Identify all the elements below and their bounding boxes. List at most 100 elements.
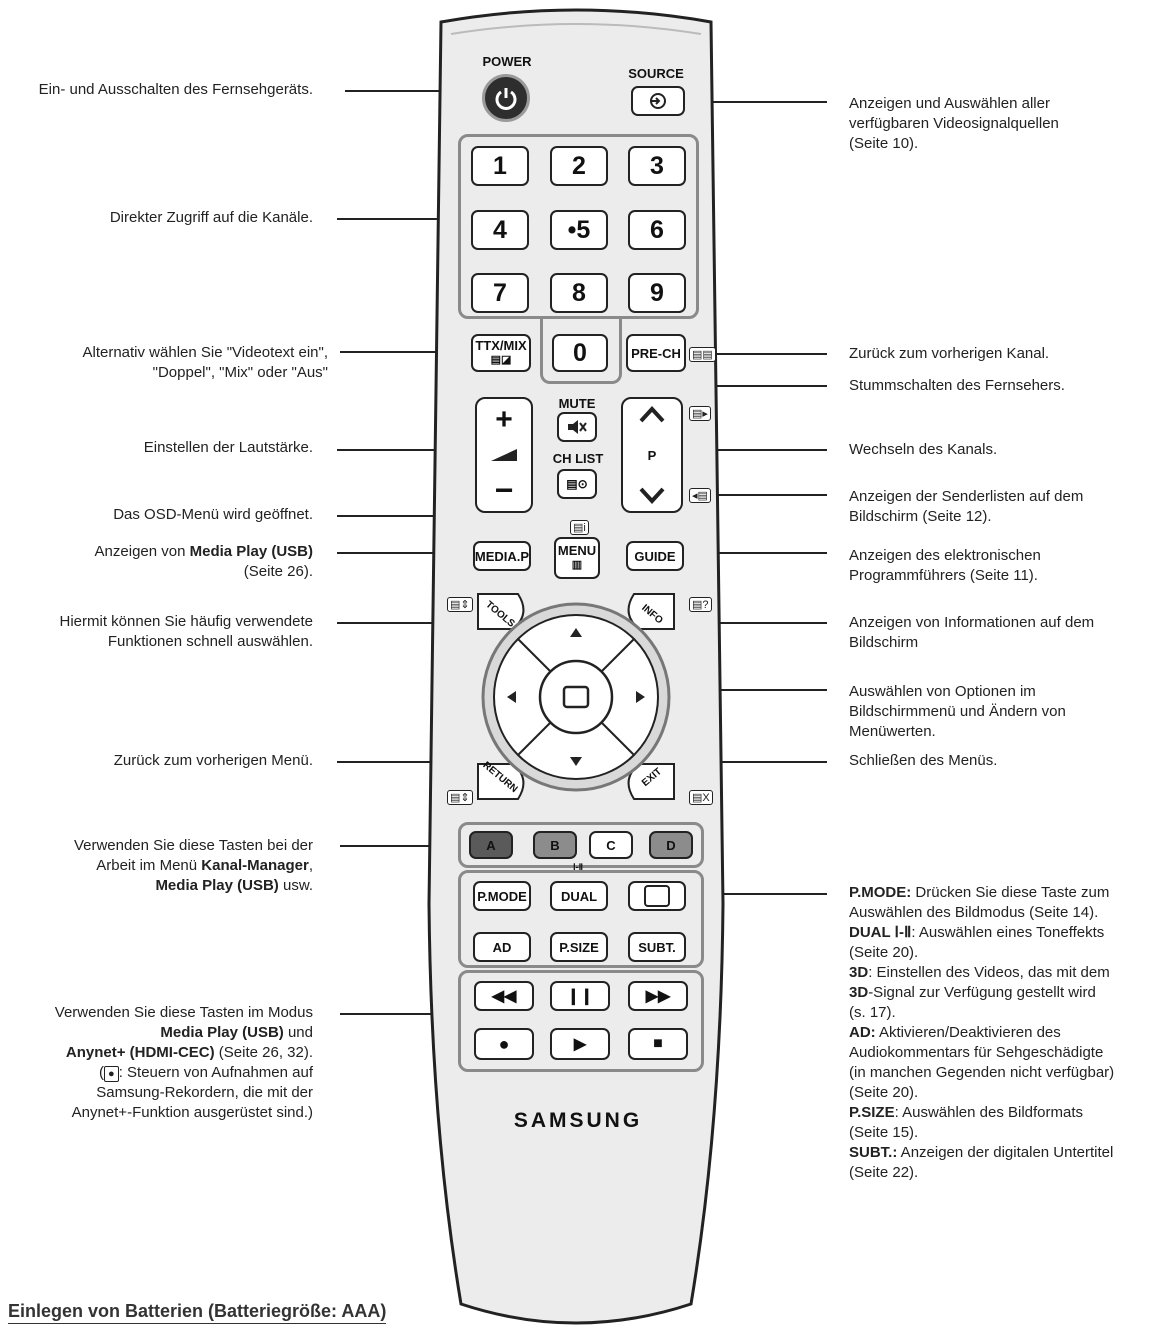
ttx-mix-button[interactable]: TTX/MIX▤◪ <box>471 334 531 372</box>
playback-keys-group <box>458 970 704 1072</box>
function-desc-line: Audiokommentars für Sehgeschädigte <box>849 1044 1104 1061</box>
chlist-label: CH LIST <box>552 451 604 466</box>
rewind-button[interactable]: ◀◀ <box>474 981 534 1011</box>
digit-1-button[interactable]: 1 <box>471 146 529 186</box>
function-desc-line: (in manchen Gegenden nicht verfügbar) <box>849 1064 1115 1081</box>
leader-function-keys <box>700 893 827 895</box>
ch-list-button[interactable]: ▤⊙ <box>557 469 597 499</box>
label-exit: Schließen des Menüs. <box>849 752 998 769</box>
function-desc-line: AD: Aktivieren/Deaktivieren des <box>849 1024 1061 1041</box>
leader-color-keys <box>340 845 460 847</box>
function-desc-line: P.MODE: Drücken Sie diese Taste zum <box>849 884 1110 901</box>
leader-tools <box>337 622 477 624</box>
p-size-button[interactable]: P.SIZE <box>550 932 608 962</box>
3d-icon <box>644 885 670 907</box>
digit-8-button[interactable]: 8 <box>550 273 608 313</box>
navigation-cluster <box>477 593 675 800</box>
power-label: POWER <box>482 54 532 69</box>
up-arrow-icon[interactable] <box>570 628 582 637</box>
color-key-d-button[interactable]: D <box>649 831 693 859</box>
down-arrow-icon[interactable] <box>570 757 582 766</box>
function-desc-line: P.SIZE: Auswählen des Bildformats <box>849 1104 1084 1121</box>
label-menu: Das OSD-Menü wird geöffnet. <box>113 506 313 523</box>
leader-guide <box>690 552 827 554</box>
ad-button[interactable]: AD <box>473 932 531 962</box>
color-key-a-button[interactable]: A <box>469 831 513 859</box>
label-digits: Direkter Zugriff auf die Kanäle. <box>109 209 313 226</box>
digit-9-button[interactable]: 9 <box>628 273 686 313</box>
label-volume: Einstellen der Lautstärke. <box>143 439 313 456</box>
enter-button[interactable] <box>538 659 614 735</box>
leader-exit <box>690 761 827 763</box>
color-key-c-button[interactable]: C <box>589 831 633 859</box>
leader-ttx <box>340 351 477 353</box>
source-icon <box>650 93 666 109</box>
teletext-cancel-icon: ▤X <box>689 790 713 805</box>
label-channel: Wechseln des Kanals. <box>849 441 998 458</box>
digit-7-button[interactable]: 7 <box>471 273 529 313</box>
fast-forward-button[interactable]: ▶▶ <box>628 981 688 1011</box>
leader-volume <box>337 449 477 451</box>
right-arrow-icon[interactable] <box>636 691 645 703</box>
teletext-size-icon: ▤▸ <box>689 406 711 421</box>
digit-5-button[interactable]: •5 <box>550 210 608 250</box>
volume-ramp-icon <box>491 449 517 461</box>
enter-icon <box>562 685 590 709</box>
leader-chlist <box>616 494 827 496</box>
ttx-icon: ▤◪ <box>490 354 512 366</box>
leader-digits <box>337 218 459 220</box>
teletext-hold-icon: ◂▤ <box>689 488 711 503</box>
volume-up-button[interactable]: + <box>495 403 513 436</box>
channel-down-button[interactable] <box>637 485 667 507</box>
left-arrow-icon[interactable] <box>507 691 516 703</box>
label-playback: Verwenden Sie diese Tasten im Modus Medi… <box>54 1004 313 1121</box>
color-key-b-button[interactable]: B <box>533 831 577 859</box>
media-p-button[interactable]: MEDIA.P <box>473 541 531 571</box>
guide-button[interactable]: GUIDE <box>626 541 684 571</box>
mute-icon <box>568 420 587 434</box>
digit-3-button[interactable]: 3 <box>628 146 686 186</box>
menu-grid-icon: ▥ <box>571 559 583 571</box>
teletext-subpage-icon: ▤⇕ <box>447 790 473 805</box>
channel-up-button[interactable] <box>637 403 667 425</box>
digit-4-button[interactable]: 4 <box>471 210 529 250</box>
label-ttx: Alternativ wählen Sie "Videotext ein","D… <box>82 344 328 381</box>
mute-button[interactable] <box>557 412 597 442</box>
source-button[interactable] <box>631 86 685 116</box>
digit-0-button[interactable]: 0 <box>552 334 608 372</box>
volume-down-button[interactable]: − <box>494 472 514 508</box>
pre-ch-button[interactable]: PRE-CH <box>626 334 686 372</box>
digit-keypad-group <box>458 134 699 319</box>
power-button[interactable] <box>482 74 530 122</box>
play-button[interactable]: ▶ <box>550 1028 610 1060</box>
function-desc-line: (Seite 22). <box>849 1164 919 1181</box>
label-mediap: Anzeigen von Media Play (USB) (Seite 26)… <box>94 543 313 580</box>
digit-2-button[interactable]: 2 <box>550 146 608 186</box>
function-keys-group <box>458 870 704 968</box>
function-desc-line: (Seite 15). <box>849 1124 919 1141</box>
power-icon <box>495 88 517 110</box>
leader-playback <box>340 1013 458 1015</box>
p-mode-button[interactable]: P.MODE <box>473 881 531 911</box>
pause-button[interactable]: ❙❙ <box>550 981 610 1011</box>
function-desc-line: DUAL Ⅰ-Ⅱ: Auswählen eines Toneffekts <box>849 924 1105 941</box>
digit-6-button[interactable]: 6 <box>628 210 686 250</box>
subt-button[interactable]: SUBT. <box>628 932 686 962</box>
3d-button[interactable] <box>628 881 686 911</box>
function-desc-line: (Seite 20). <box>849 944 919 961</box>
leader-info <box>690 622 827 624</box>
dual-tag: Ⅰ-Ⅱ <box>572 862 584 872</box>
dual-button[interactable]: DUAL <box>550 881 608 911</box>
record-button[interactable]: ● <box>474 1028 534 1060</box>
leader-menu <box>337 515 492 517</box>
samsung-logo: SAMSUNG <box>513 1109 643 1132</box>
menu-button[interactable]: MENU▥ <box>554 537 600 579</box>
leader-power <box>345 90 479 92</box>
stop-button[interactable]: ■ <box>628 1028 688 1060</box>
label-mute: Stummschalten des Fernsehers. <box>849 377 1065 394</box>
mute-label: MUTE <box>558 396 596 411</box>
